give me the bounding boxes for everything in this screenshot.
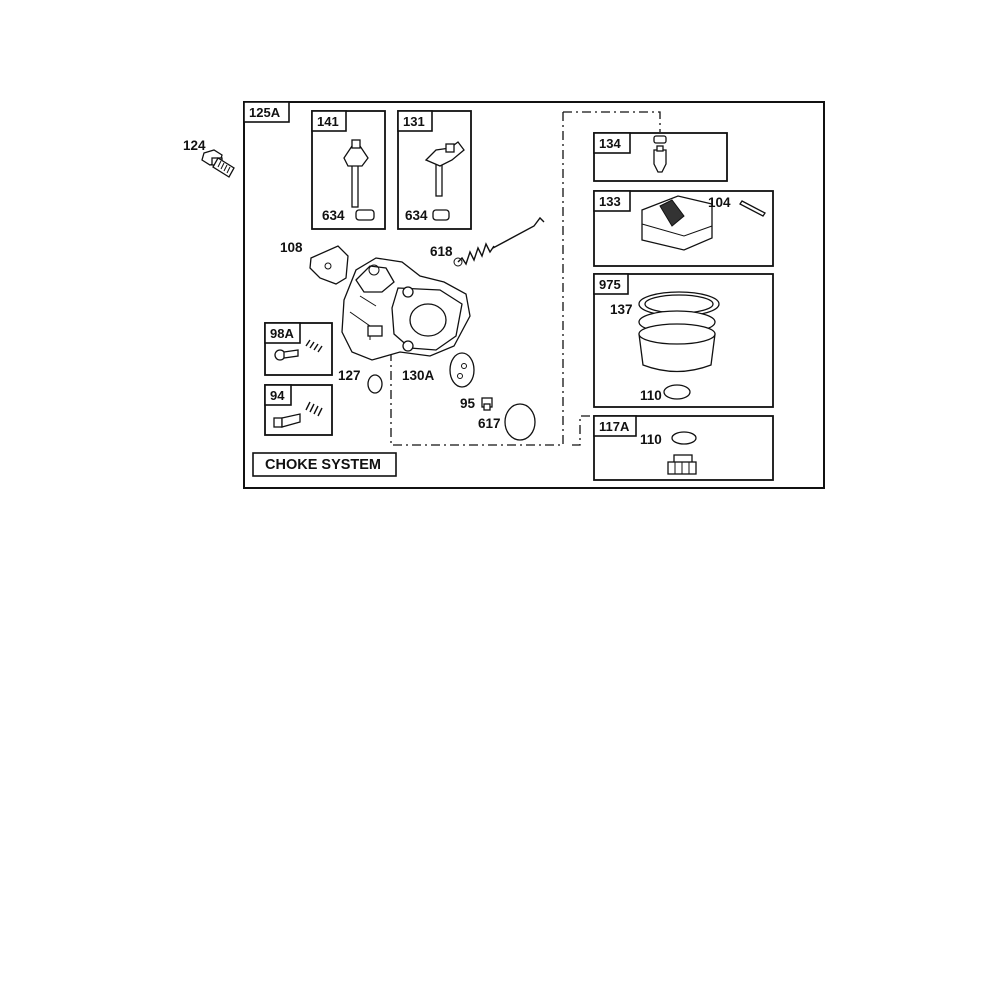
- washer-110b-icon: [671, 431, 697, 445]
- carburetor-body-icon: [341, 257, 471, 361]
- tag-94-label: 94: [270, 388, 285, 403]
- connector-line-top: [563, 111, 661, 132]
- bowl-nut-117a-icon: [667, 454, 697, 475]
- callout-124: 124: [183, 138, 206, 153]
- tag-133-label: 133: [599, 194, 621, 209]
- callout-130a: 130A: [402, 368, 435, 383]
- connector-line-right: [572, 415, 594, 446]
- tag-141-inner-label: 634: [322, 208, 345, 223]
- washer-634b-icon: [432, 209, 450, 221]
- box-94: 94: [264, 384, 333, 436]
- throttle-shaft-131-icon: [424, 141, 465, 197]
- tag-117a-inner-label: 110: [640, 432, 662, 447]
- pin-104-icon: [739, 200, 766, 217]
- callout-617: 617: [478, 416, 501, 431]
- box-133: 133 104: [593, 190, 774, 267]
- tag-131-inner-label: 634: [405, 208, 428, 223]
- choke-plate-108-icon: [309, 245, 349, 285]
- tag-133-inner-label: 104: [708, 195, 731, 210]
- screw-94-icon: [273, 401, 323, 428]
- choke-shaft-141-icon: [343, 139, 369, 208]
- needle-valve-134-icon: [653, 135, 667, 173]
- idle-screw-98a-icon: [274, 339, 323, 361]
- float-133-icon: [641, 195, 713, 251]
- connector-line-left: [390, 112, 564, 446]
- screw-95-icon: [481, 397, 493, 411]
- tag-131-label: 131: [403, 114, 425, 129]
- throttle-plate-130a-icon: [449, 352, 475, 388]
- tag-117a-label: 117A: [599, 419, 630, 434]
- callout-108: 108: [280, 240, 303, 255]
- tag-141-label: 141: [317, 114, 339, 129]
- choke-system-tag: [252, 452, 397, 477]
- tag-975-inner-bottom-label: 110: [640, 388, 662, 403]
- box-131: 131 634: [397, 110, 472, 230]
- oring-617-icon: [504, 403, 536, 441]
- tag-98a-label: 98A: [270, 326, 294, 341]
- box-134: 134: [593, 132, 728, 182]
- washer-110-icon: [663, 384, 691, 400]
- box-975: 975 137 110: [593, 273, 774, 408]
- callout-618: 618: [430, 244, 453, 259]
- choke-system-label: CHOKE SYSTEM: [265, 457, 381, 473]
- cap-127-icon: [367, 374, 383, 394]
- box-117a: 117A 110: [593, 415, 774, 481]
- washer-634-icon: [355, 209, 375, 221]
- tag-975-inner-top-label: 137: [610, 302, 633, 317]
- spring-618-icon: [453, 216, 545, 267]
- bolt-124-icon: [201, 149, 235, 178]
- box-141: 141 634: [311, 110, 386, 230]
- callout-127: 127: [338, 368, 361, 383]
- tag-134-label: 134: [599, 136, 621, 151]
- float-bowl-137-icon: [638, 291, 720, 373]
- box-98a: 98A: [264, 322, 333, 376]
- tag-125a-label: 125A: [249, 105, 281, 120]
- tag-125a: [243, 101, 290, 123]
- tag-975-label: 975: [599, 277, 621, 292]
- callout-95: 95: [460, 396, 476, 411]
